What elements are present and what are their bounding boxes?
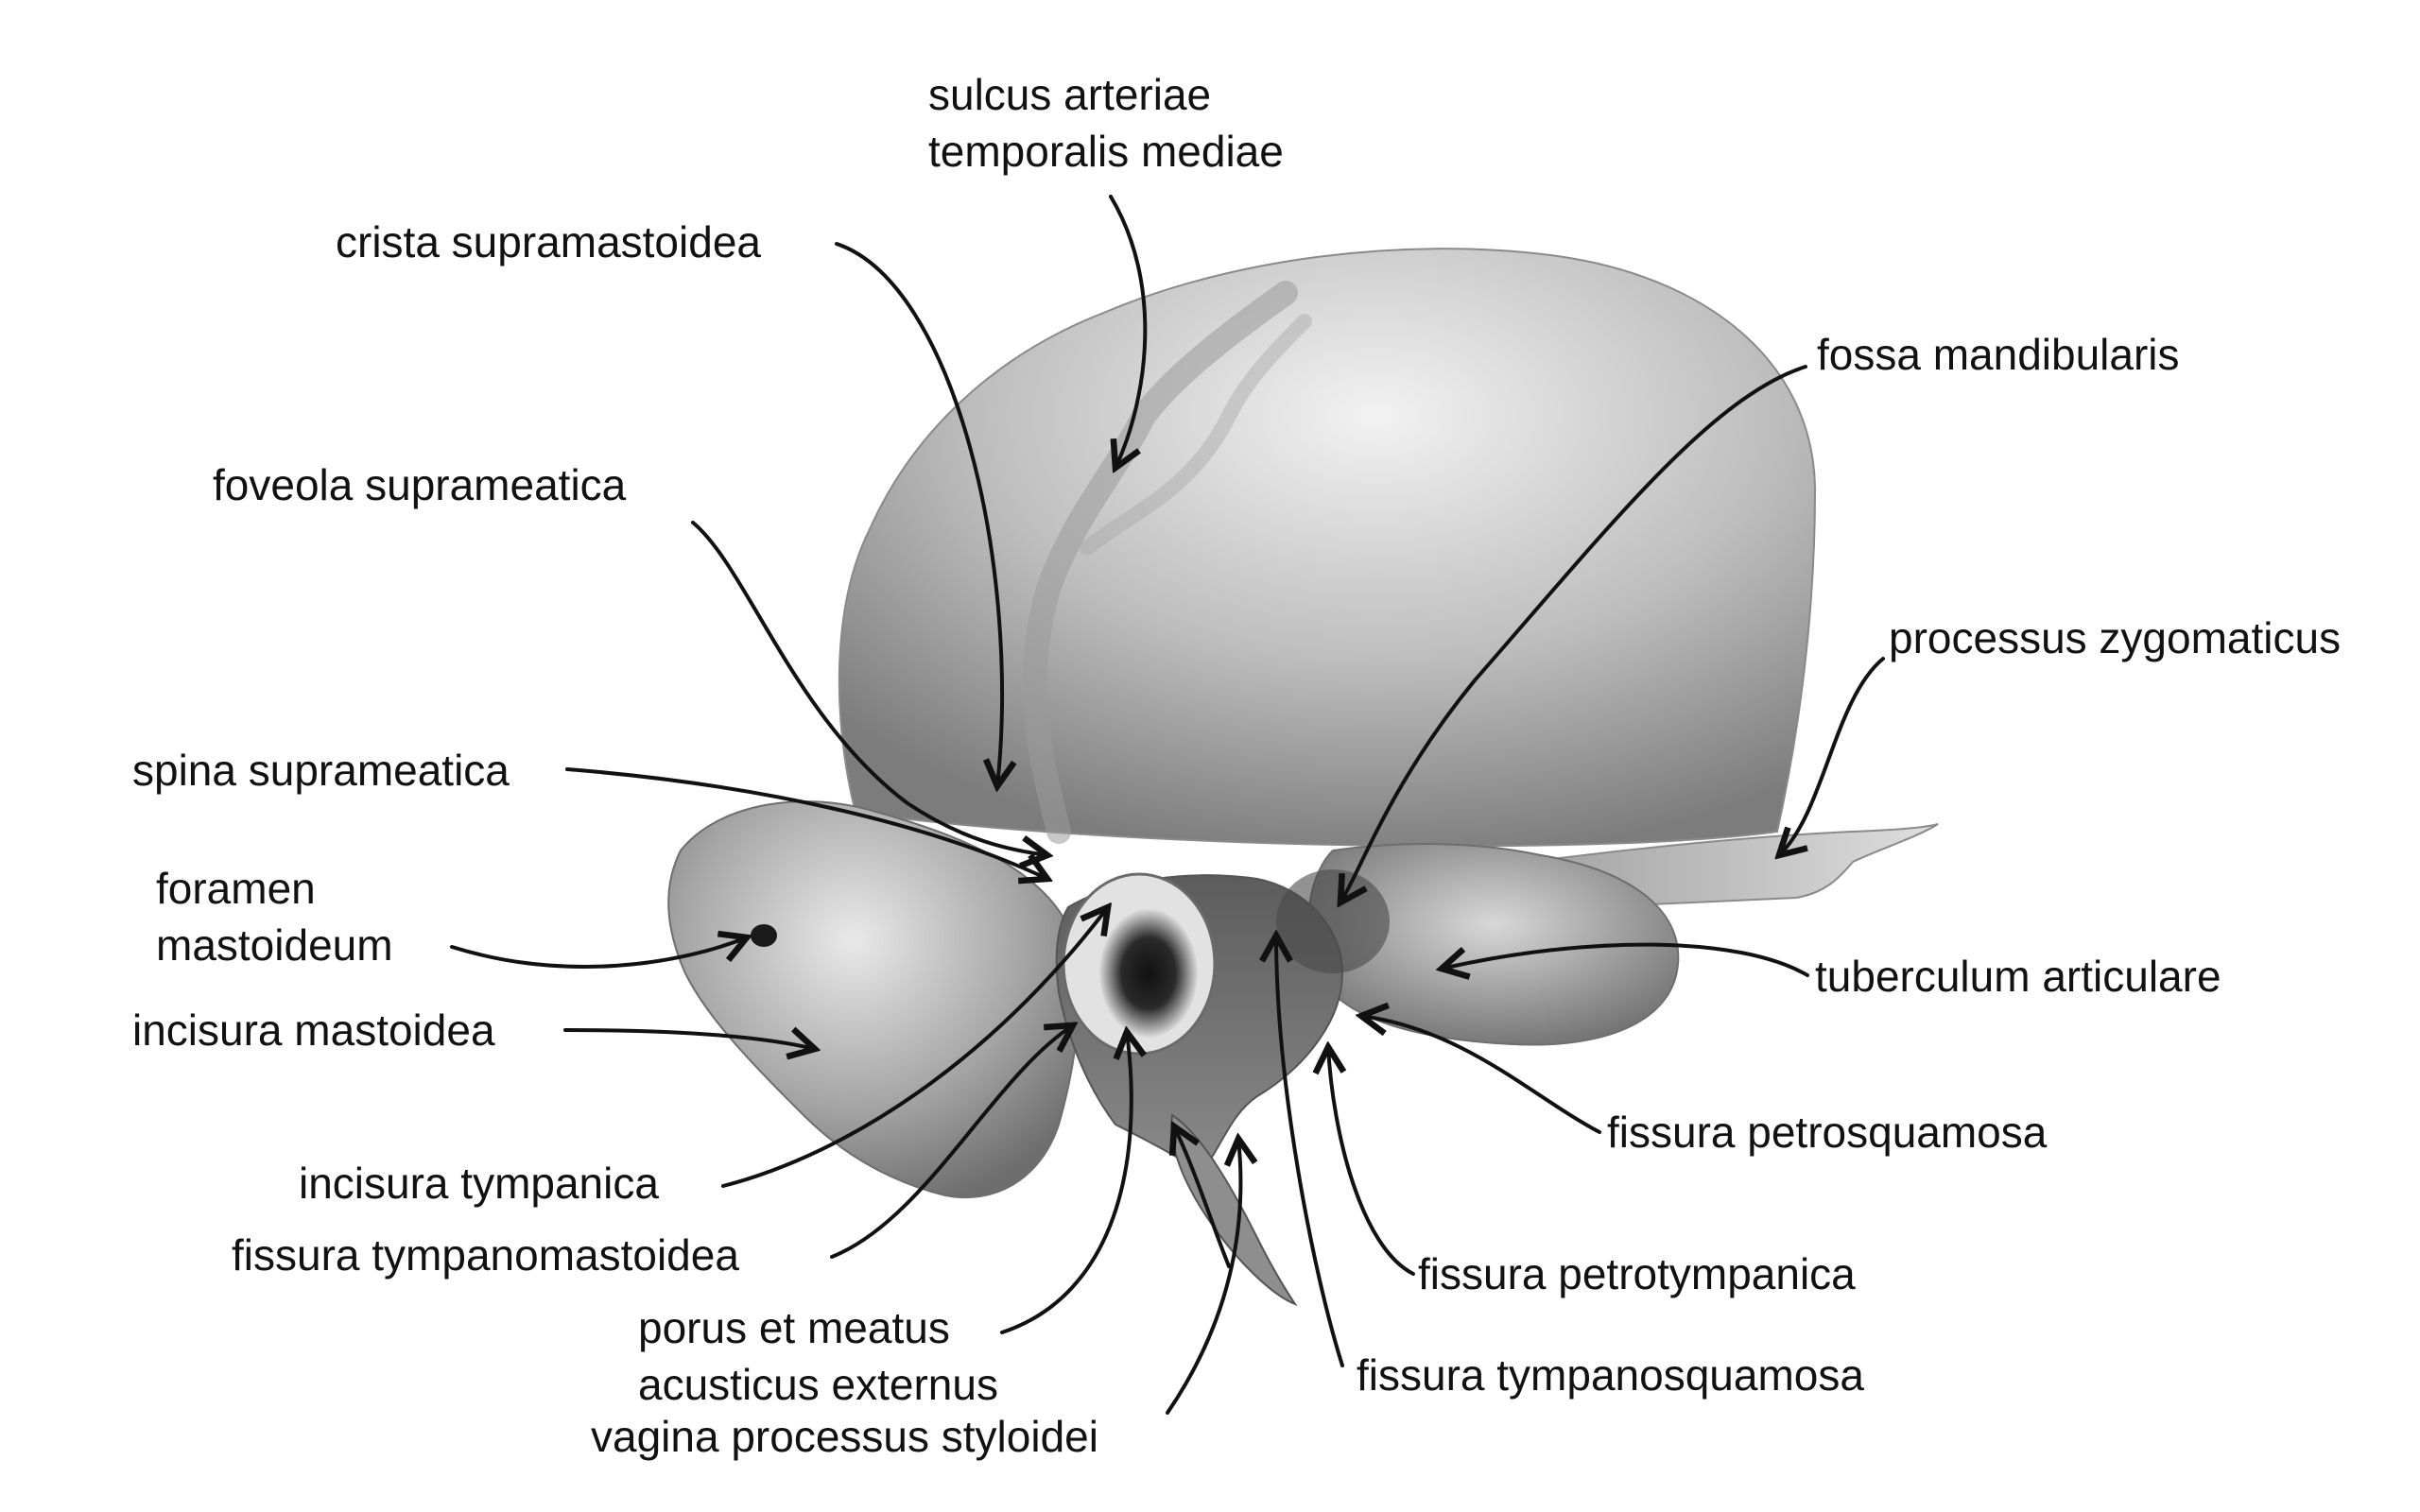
leader-tympanosquamosa xyxy=(1276,936,1344,1367)
label-foramen: foramen mastoideum xyxy=(156,864,393,970)
label-spina: spina suprameatica xyxy=(132,746,510,795)
fossa-shading xyxy=(1276,869,1390,973)
leader-incisura-mastoidea xyxy=(563,1030,815,1049)
label-vagina: vagina processus styloidei xyxy=(591,1412,1098,1461)
mastoid-process xyxy=(667,800,1080,1199)
leader-zygomaticus xyxy=(1779,657,1885,855)
sulcus-groove xyxy=(1022,281,1298,844)
leader-spina xyxy=(565,767,1047,879)
label-foveola: foveola suprameatica xyxy=(213,460,627,509)
leader-petrosquamosa xyxy=(1361,1016,1601,1134)
label-crista: crista supramastoidea xyxy=(336,217,761,266)
leader-sulcus xyxy=(1109,195,1148,468)
leader-foramen xyxy=(450,937,747,969)
label-incisura-tympanica: incisura tympanica xyxy=(299,1159,659,1208)
leader-lines xyxy=(450,195,1885,1415)
label-tuberculum: tuberculum articulare xyxy=(1815,952,2221,1001)
label-petrotympanica: fissura petrotympanica xyxy=(1418,1249,1856,1298)
leader-porus xyxy=(1000,1032,1132,1334)
styloid-process xyxy=(1170,1113,1298,1307)
label-fossa: fossa mandibularis xyxy=(1817,330,2180,379)
foramen-hole xyxy=(751,924,777,947)
label-tympanomastoidea: fissura tympanomastoidea xyxy=(232,1230,739,1280)
leader-fossa xyxy=(1340,365,1807,902)
label-zygomaticus: processus zygomaticus xyxy=(1889,613,2342,662)
meatus-opening xyxy=(1099,909,1198,1038)
label-petrosquamosa: fissura petrosquamosa xyxy=(1607,1108,2048,1157)
leader-incisura-tympanica xyxy=(721,907,1108,1188)
label-tympanosquamosa: fissura tympanosquamosa xyxy=(1357,1350,1864,1400)
label-sulcus: sulcus arteriae temporalis mediae xyxy=(928,70,1284,176)
leader-tuberculum xyxy=(1442,942,1809,975)
leader-foveola xyxy=(691,521,1047,855)
squama xyxy=(838,248,1817,848)
leader-tympanomastoidea xyxy=(830,1025,1073,1259)
leader-crista xyxy=(835,242,1002,786)
leader-vagina-2 xyxy=(1174,1126,1231,1268)
leader-vagina xyxy=(1166,1139,1240,1415)
leader-petrotympanica xyxy=(1328,1047,1415,1276)
sulcus-branch xyxy=(1080,314,1312,556)
label-incisura-mastoidea: incisura mastoidea xyxy=(132,1005,495,1055)
label-porus: porus et meatus acusticus externus xyxy=(638,1303,998,1409)
